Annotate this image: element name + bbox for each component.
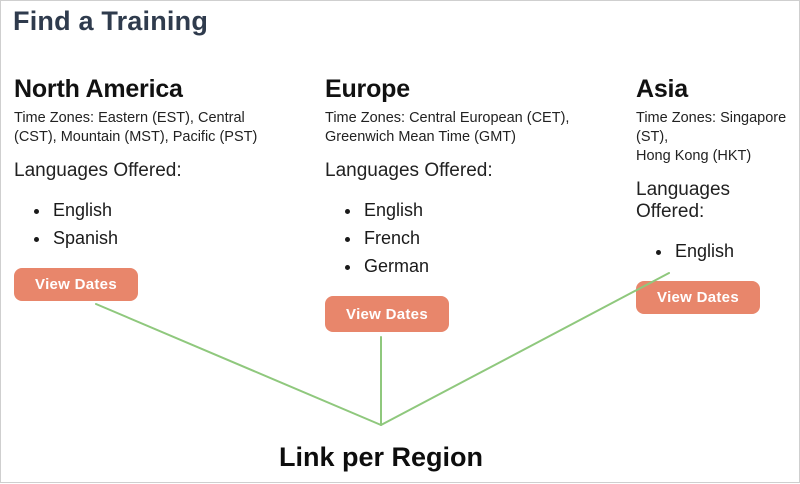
region-heading: North America: [14, 75, 183, 103]
language-list: English French German: [325, 196, 617, 280]
languages-label: Languages Offered:: [636, 179, 731, 222]
language-item: English: [362, 196, 617, 224]
timezone-line: Greenwich Mean Time (GMT): [325, 129, 516, 145]
languages-label: Languages Offered:: [325, 160, 493, 181]
languages-label: Languages Offered:: [14, 160, 182, 181]
region-timezones: Time Zones: Eastern (EST), Central (CST)…: [14, 109, 306, 147]
view-dates-button-north-america[interactable]: View Dates: [14, 268, 138, 301]
timezone-line: Time Zones: Central European (CET),: [325, 110, 570, 126]
language-item: French: [362, 224, 617, 252]
timezone-line: Hong Kong (HKT): [636, 148, 752, 164]
region-column-asia: Asia Time Zones: Singapore (ST), Hong Ko…: [636, 75, 796, 314]
region-column-north-america: North America Time Zones: Eastern (EST),…: [14, 75, 306, 301]
timezone-line: Time Zones: Singapore (ST),: [636, 110, 787, 145]
link-per-region-label: Link per Region: [278, 442, 484, 472]
view-dates-button-europe[interactable]: View Dates: [325, 296, 449, 332]
region-timezones: Time Zones: Singapore (ST), Hong Kong (H…: [636, 109, 796, 166]
language-item: Spanish: [51, 224, 306, 252]
region-column-europe: Europe Time Zones: Central European (CET…: [325, 75, 617, 332]
page-title: Find a Training: [13, 6, 209, 36]
region-timezones: Time Zones: Central European (CET), Gree…: [325, 109, 617, 147]
timezone-line: (CST), Mountain (MST), Pacific (PST): [14, 129, 258, 145]
language-item: English: [51, 196, 306, 224]
view-dates-button-asia[interactable]: View Dates: [636, 281, 760, 314]
region-heading: Asia: [636, 75, 689, 103]
language-item: English: [673, 237, 796, 265]
language-item: German: [362, 252, 617, 280]
language-list: English Spanish: [14, 196, 306, 252]
region-heading: Europe: [325, 75, 410, 103]
timezone-line: Time Zones: Eastern (EST), Central: [14, 110, 245, 126]
language-list: English: [636, 237, 796, 265]
